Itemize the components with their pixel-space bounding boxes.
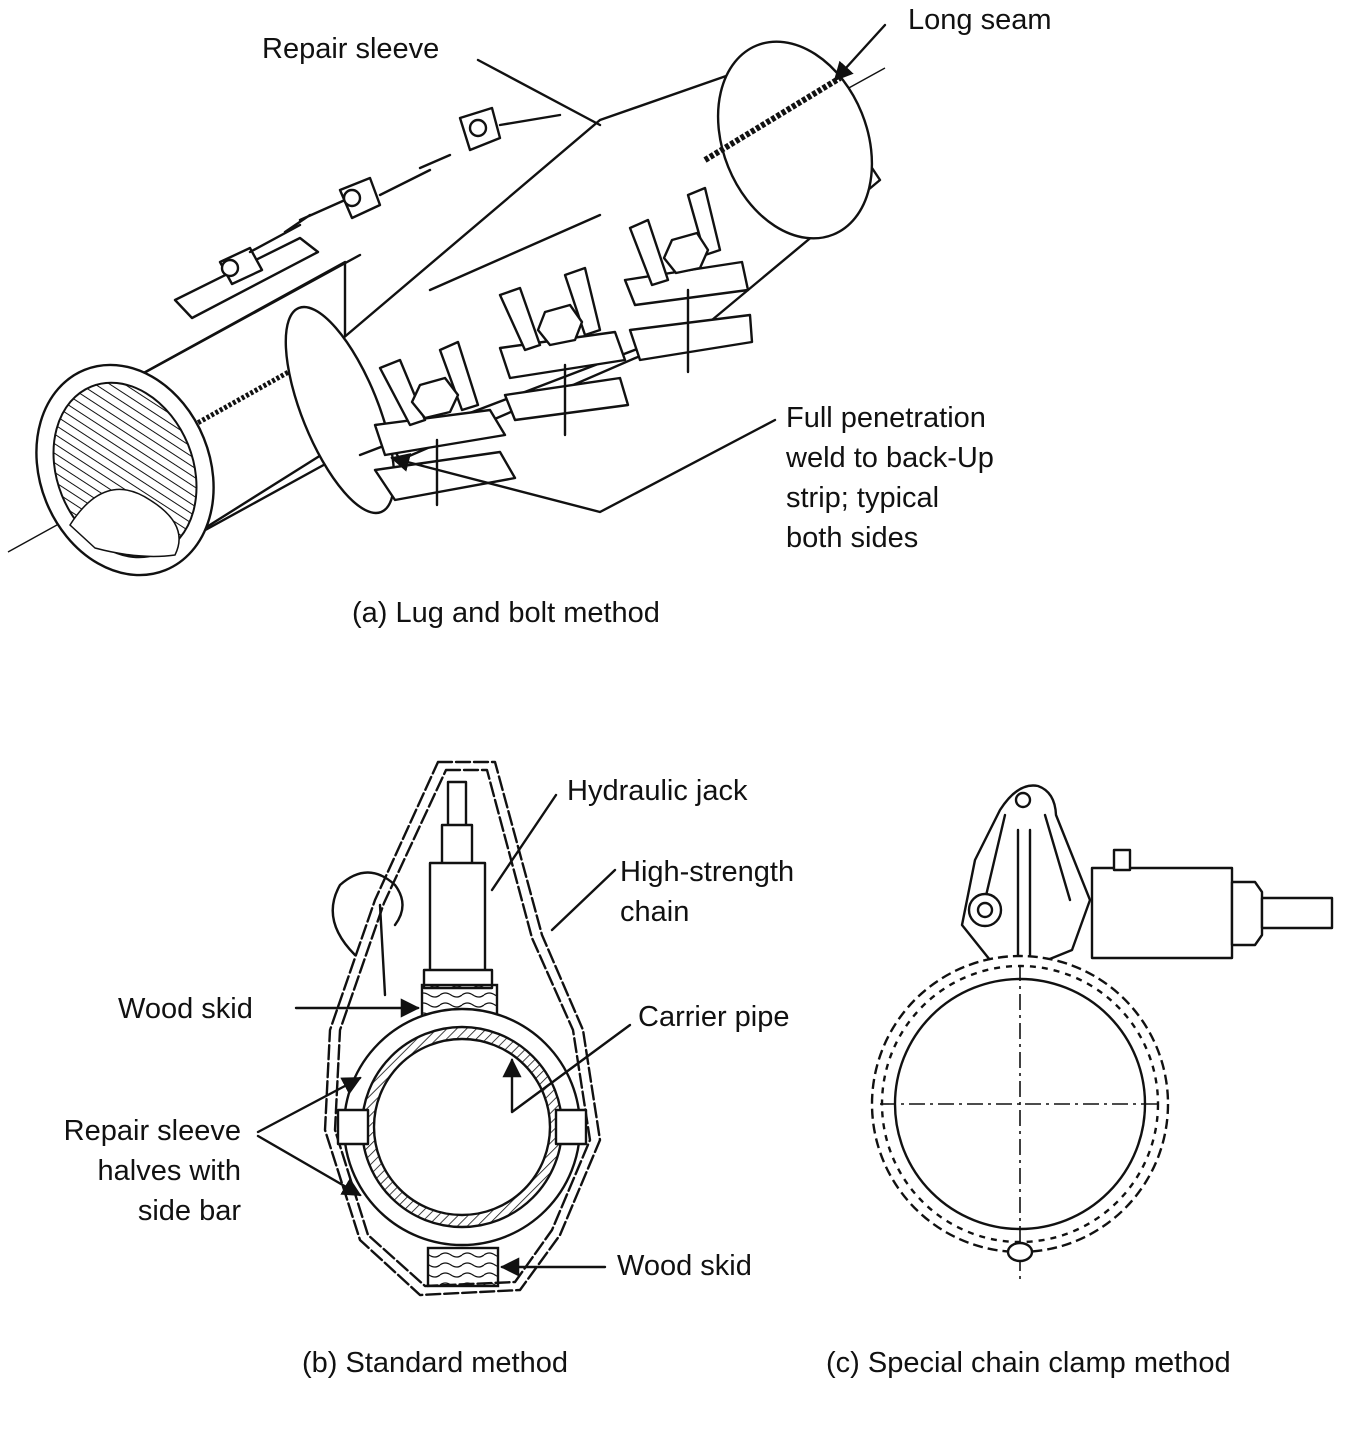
long-seam-leader [833, 23, 887, 82]
lifting-hook [331, 871, 404, 957]
panel-a-leaders [390, 23, 887, 514]
caption-panel-a: (a) Lug and bolt method [352, 597, 660, 629]
lower-lug-row [373, 186, 754, 507]
caption-panel-c: (c) Special chain clamp method [826, 1347, 1231, 1379]
hydraulic-jack [422, 780, 494, 990]
label-wood-skid-bottom: Wood skid [617, 1250, 752, 1282]
label-high-strength-line2: chain [620, 896, 690, 928]
panel-c-drawing [870, 784, 1334, 1280]
clamp-frame [960, 784, 1092, 967]
repair-sleeve-leader [476, 58, 602, 127]
label-hydraulic-jack: Hydraulic jack [567, 775, 748, 807]
sleeve-long-seam [703, 75, 842, 163]
upper-lug-row [173, 106, 562, 320]
repair-sleeve-end [716, 40, 874, 240]
repair-sleeve-near-end [284, 305, 396, 515]
side-bar-right [554, 1108, 588, 1146]
label-wood-skid-top: Wood skid [118, 993, 253, 1025]
panel-b-leaders [256, 793, 632, 1277]
sleeve-leader-lower [256, 1134, 362, 1197]
label-repair-sleeve: Repair sleeve [262, 33, 440, 65]
label-long-seam: Long seam [908, 4, 1052, 36]
carrier-pipe-leader [502, 1023, 632, 1114]
label-repair-sleeve-halves-line1: Repair sleeve [63, 1115, 241, 1147]
label-full-penetration-line1: Full penetration [786, 402, 986, 434]
chain-leader [550, 868, 617, 932]
label-full-penetration-line4: both sides [786, 522, 919, 554]
sleeve-leader-upper [256, 1076, 362, 1134]
chain-clamp-cylinder [1090, 848, 1334, 960]
label-repair-sleeve-halves-line2: halves with [97, 1155, 241, 1187]
weld-leader [390, 418, 777, 514]
label-full-penetration-line3: strip; typical [786, 482, 940, 514]
side-bar-left [336, 1108, 370, 1146]
panel-b-drawing [323, 760, 602, 1297]
label-carrier-pipe: Carrier pipe [638, 1001, 790, 1033]
label-repair-sleeve-halves-line3: side bar [137, 1195, 241, 1227]
label-high-strength-line1: High-strength [620, 856, 795, 888]
hydraulic-jack-leader [490, 793, 558, 892]
label-full-penetration-line2: weld to back-Up [786, 442, 994, 474]
panel-a-drawing [7, 40, 886, 577]
high-strength-chain [323, 760, 602, 1297]
wood-skid-bottom [426, 1246, 500, 1288]
caption-panel-b: (b) Standard method [302, 1347, 568, 1379]
carrier-pipe-bore [372, 1037, 552, 1217]
